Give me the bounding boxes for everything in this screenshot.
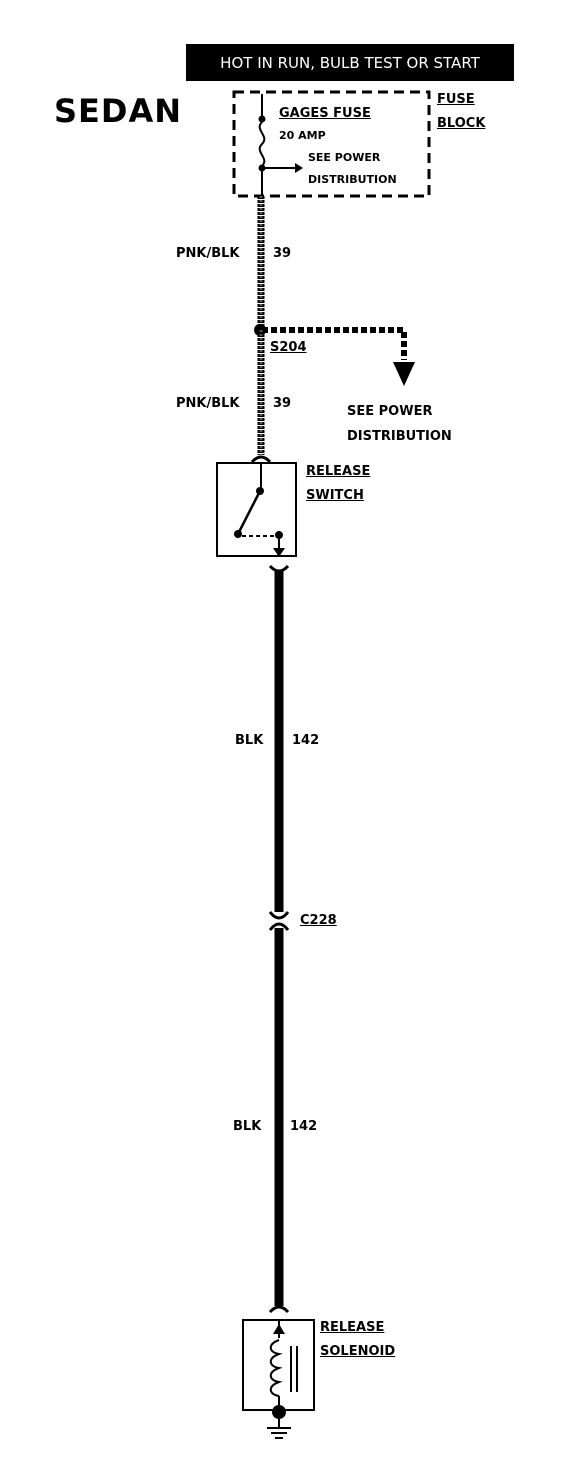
splice-s204-label: S204 <box>270 340 307 355</box>
switch-output-arrow <box>273 548 285 557</box>
hot-in-run-banner: HOT IN RUN, BULB TEST OR START <box>186 44 514 81</box>
connector-c228-bottom <box>268 922 290 931</box>
wire-upper2-circuit: 39 <box>273 396 292 411</box>
wire-lower1-circuit: 142 <box>292 733 320 748</box>
fuse-see-power-line1: SEE POWER <box>308 151 381 164</box>
switch-top-terminal <box>250 455 272 464</box>
wire-upper2-color: PNK/BLK <box>176 396 240 411</box>
switch-contact-left <box>234 530 242 538</box>
fuse-see-power-line2: DISTRIBUTION <box>308 173 397 186</box>
solenoid-top-terminal <box>268 1305 290 1314</box>
wire-upper1-circuit: 39 <box>273 246 292 261</box>
solenoid-input-arrow <box>273 1324 285 1334</box>
release-switch-box <box>216 462 297 557</box>
fuse-block-label-line1: FUSE <box>437 92 475 107</box>
connector-c228-label: C228 <box>300 913 337 928</box>
release-solenoid-label-line2: SOLENOID <box>320 1344 396 1359</box>
splice-see-power-arrow <box>393 362 415 386</box>
fuse-block-outline <box>232 90 431 198</box>
splice-see-power-line1: SEE POWER <box>347 404 433 419</box>
wire-lower2-circuit: 142 <box>290 1119 318 1134</box>
wire-lower2-color: BLK <box>233 1119 262 1134</box>
page-title: SEDAN <box>54 92 183 130</box>
fuse-rating-label: 20 AMP <box>279 129 326 142</box>
wire-upper1-color: PNK/BLK <box>176 246 240 261</box>
splice-branch-wire <box>262 327 407 360</box>
gages-fuse-label: GAGES FUSE <box>279 106 371 121</box>
fuse-top-node <box>258 115 266 123</box>
release-switch-label-line1: RELEASE <box>306 464 371 479</box>
release-switch-label-line2: SWITCH <box>306 488 364 503</box>
fuse-symbol <box>258 121 266 167</box>
splice-see-power-line2: DISTRIBUTION <box>347 429 452 444</box>
wire-lower1-color: BLK <box>235 733 264 748</box>
switch-blade <box>236 490 262 535</box>
connector-c228-top <box>268 911 290 920</box>
solenoid-coil <box>269 1339 283 1397</box>
fuse-block-label-line2: BLOCK <box>437 116 486 131</box>
fuse-see-power-arrow <box>295 163 303 173</box>
release-solenoid-label-line1: RELEASE <box>320 1320 385 1335</box>
